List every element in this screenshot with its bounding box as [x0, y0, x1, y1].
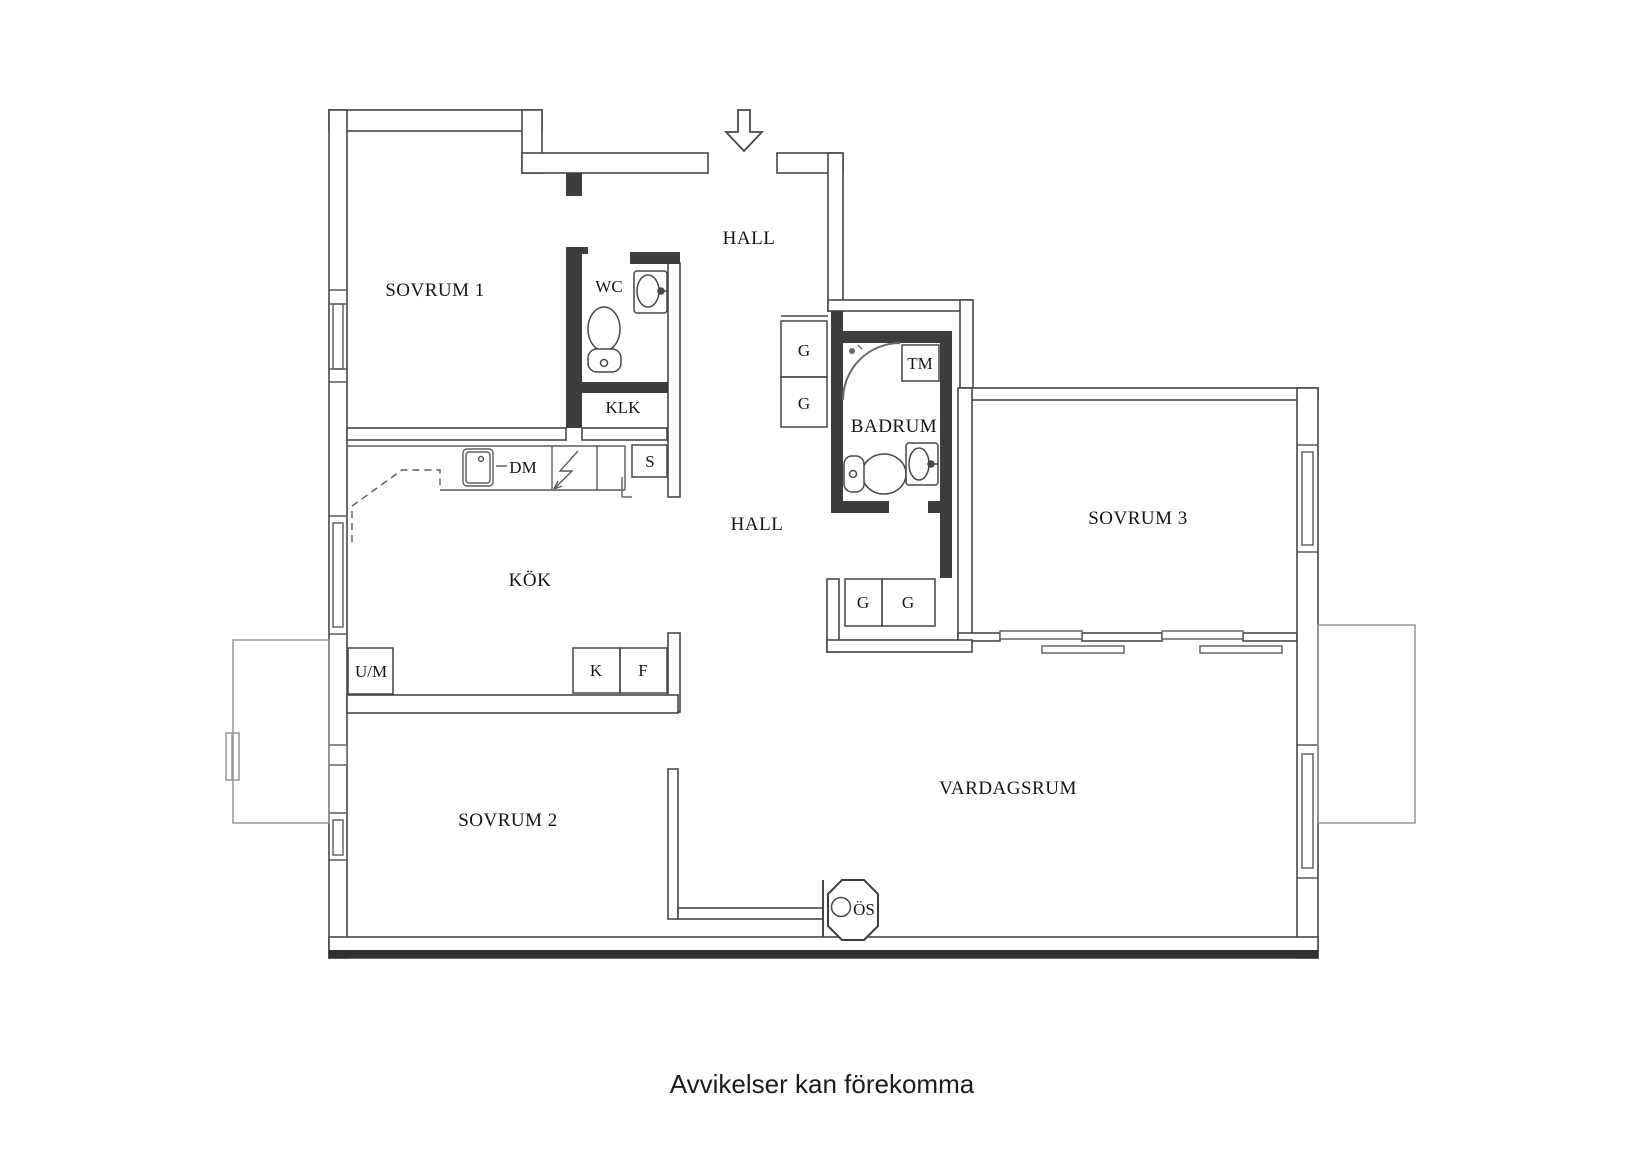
closet-label-dm: DM	[509, 458, 536, 477]
sliding-door-icon	[999, 630, 1283, 654]
kitchen-sink-icon	[462, 448, 494, 487]
entrance-arrow-icon	[723, 109, 765, 153]
toilet-icon	[587, 306, 622, 373]
interior-walls	[566, 173, 952, 578]
closets	[347, 315, 940, 695]
room-label-wc: WC	[595, 277, 622, 296]
closet-label-f: F	[638, 661, 647, 680]
window-icon	[329, 812, 347, 861]
windows	[328, 289, 1318, 879]
room-label-badrum: BADRUM	[851, 416, 937, 437]
closet-s	[631, 444, 668, 478]
closet-label-k: K	[590, 661, 603, 680]
sink-icon	[905, 442, 939, 486]
closet-um	[347, 647, 394, 695]
labels: SOVRUM 1 WC KLK HALL HALL BADRUM TM DM S…	[355, 228, 1188, 1099]
bottom-wall-edge	[329, 950, 1318, 958]
balconies	[225, 624, 1416, 824]
room-label-klk: KLK	[606, 398, 642, 417]
wc-fixtures	[587, 270, 668, 373]
closet-label-g1: G	[798, 341, 810, 360]
window-icon	[1297, 444, 1318, 553]
kitchen-counter	[347, 445, 632, 542]
room-label-sovrum1: SOVRUM 1	[385, 280, 485, 301]
closet-label-g3: G	[857, 593, 869, 612]
closet-label-s: S	[645, 452, 654, 471]
closet-label-um: U/M	[355, 662, 387, 681]
stove-icon	[553, 450, 579, 490]
room-label-hall-lower: HALL	[731, 514, 784, 535]
window-icon	[1297, 744, 1318, 879]
window-icon	[329, 289, 347, 383]
room-label-kok: KÖK	[509, 570, 552, 591]
window-icon	[329, 515, 347, 635]
closet-label-tm: TM	[907, 354, 933, 373]
sink-icon	[633, 270, 668, 314]
closet-f	[619, 647, 668, 694]
disclaimer-note: Avvikelser kan förekomma	[670, 1069, 975, 1099]
closet-tm	[901, 344, 940, 382]
room-label-sovrum2: SOVRUM 2	[458, 810, 558, 831]
counter-dashed-edge	[351, 469, 441, 542]
fireplace-label-os: ÖS	[853, 900, 875, 919]
balcony-door-icon	[328, 744, 348, 766]
fireplace	[822, 879, 879, 941]
toilet-icon	[843, 453, 907, 495]
balcony-right	[1317, 624, 1416, 824]
fireplace-circle-icon	[830, 896, 852, 918]
balcony-left	[232, 639, 330, 824]
closet-g-lower-2	[881, 578, 936, 627]
closet-label-g2: G	[798, 394, 810, 413]
fireplace-octagon-icon	[827, 879, 879, 941]
room-label-vardagsrum: VARDAGSRUM	[939, 778, 1077, 799]
closet-label-g4: G	[902, 593, 914, 612]
badrum-fixtures	[842, 342, 939, 495]
shower-icon	[842, 342, 901, 401]
room-label-sovrum3: SOVRUM 3	[1088, 508, 1188, 529]
closet-g-upper-2	[780, 376, 828, 428]
room-label-hall-upper: HALL	[723, 228, 776, 249]
